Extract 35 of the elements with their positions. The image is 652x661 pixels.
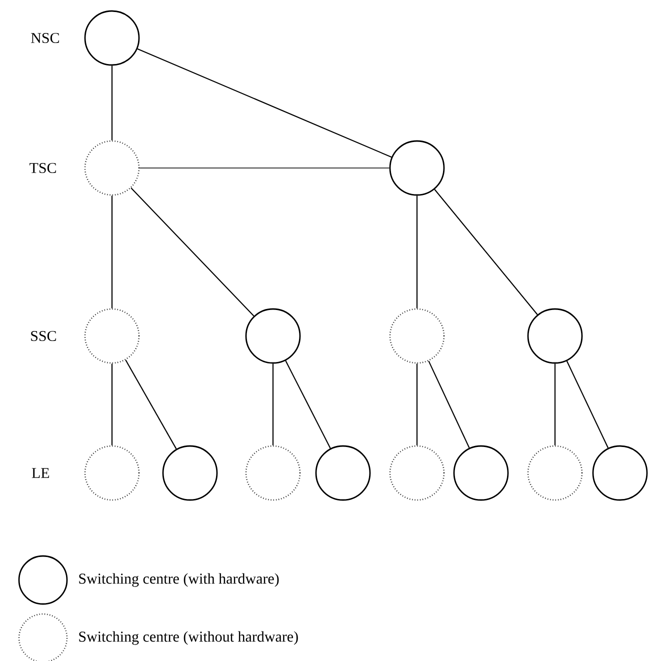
connector-line xyxy=(434,189,538,315)
dotted-circle xyxy=(389,445,445,501)
circle xyxy=(162,445,218,501)
level-label: SSC xyxy=(31,330,56,342)
circle xyxy=(245,308,301,364)
connector-line xyxy=(566,360,609,448)
dotted-circle xyxy=(84,445,140,501)
connector-line xyxy=(416,196,418,308)
connector-line xyxy=(111,66,113,140)
circle xyxy=(592,445,648,501)
circle xyxy=(315,445,371,501)
level-label: LE xyxy=(32,468,50,478)
circle xyxy=(84,10,140,66)
dotted-circle xyxy=(527,445,583,501)
connector-line xyxy=(416,364,418,446)
circle xyxy=(527,308,583,364)
connector-line xyxy=(111,196,113,308)
connector-line xyxy=(125,360,177,450)
dotted-circle xyxy=(84,308,140,364)
level-label: TSC xyxy=(30,162,56,174)
circle xyxy=(389,140,445,196)
connector-line xyxy=(285,360,331,449)
dotted-circle xyxy=(245,445,301,501)
dotted-circle xyxy=(389,308,445,364)
connector-line xyxy=(130,188,254,316)
dotted-circle xyxy=(84,140,140,196)
circle xyxy=(453,445,509,501)
legend-text: Switching centre (without hardware) xyxy=(79,631,298,645)
connector-line xyxy=(554,364,556,446)
legend-text: Switching centre (with hardware) xyxy=(79,573,279,587)
connector-line xyxy=(428,360,470,448)
level-label: NSC xyxy=(31,32,59,44)
connector-line xyxy=(272,364,274,446)
connector-line xyxy=(137,48,392,158)
connector-line xyxy=(111,364,113,446)
